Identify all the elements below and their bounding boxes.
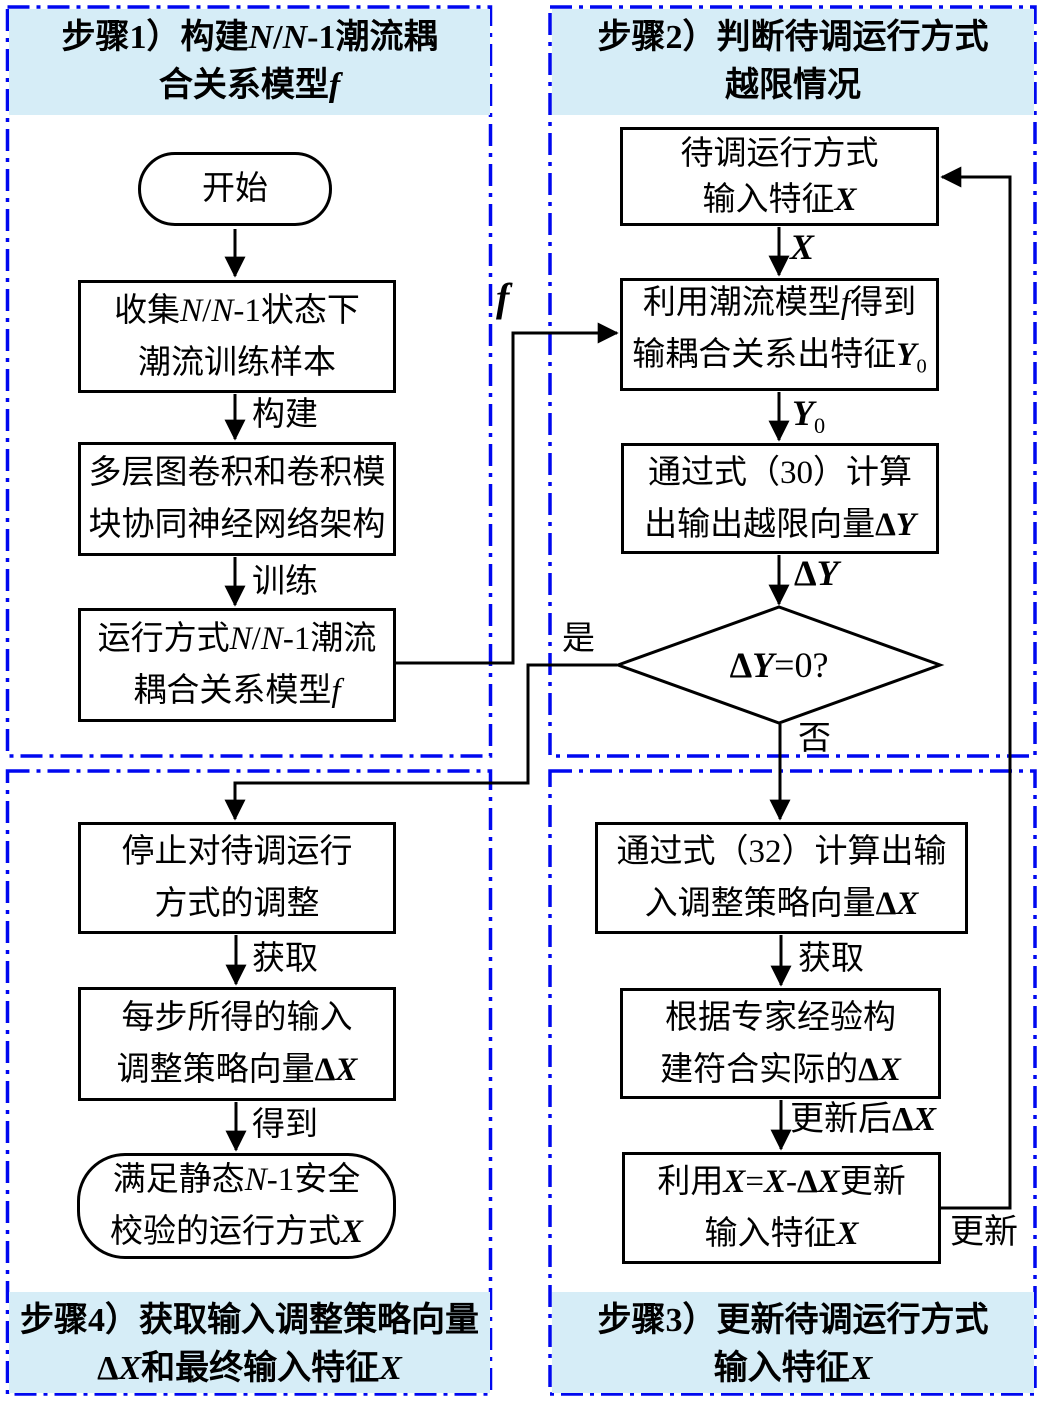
decision-diamond-shape — [613, 605, 945, 725]
node-line: 收集N/N-1状态下 — [114, 292, 360, 329]
panel-border-step2 — [548, 5, 1037, 758]
node-line: 运行方式N/N-1潮流 — [97, 621, 377, 657]
node-line: 多层图卷积和卷积模 — [88, 455, 386, 491]
edge-label-obtain-right: 获取 — [798, 941, 864, 977]
start-terminator: 开始 — [138, 152, 332, 226]
node-line: 待调运行方式 — [680, 135, 879, 172]
panel-border-step4 — [5, 769, 493, 1396]
edge-label-update: 更新 — [950, 1214, 1018, 1251]
node-line: 输入特征X — [702, 181, 857, 218]
node-line: 每步所得的输入 — [121, 1000, 353, 1036]
step-vector-box: 每步所得的输入 调整策略向量ΔX — [78, 987, 396, 1101]
node-line: 满足静态N-1安全 — [112, 1162, 361, 1198]
step4-title-band: 步骤4）获取输入调整策略向量 ΔX和最终输入特征X — [9, 1292, 490, 1393]
eq30-calc-box: 通过式（30）计算 出输出越限向量ΔY — [621, 443, 939, 554]
edge-label-yes: 是 — [562, 621, 595, 657]
edge-label-build: 构建 — [252, 397, 318, 433]
node-line: 潮流训练样本 — [138, 344, 336, 381]
node-line: 块协同神经网络架构 — [88, 507, 386, 543]
edge-label-get: 得到 — [252, 1107, 318, 1143]
edge-label-train: 训练 — [252, 564, 318, 600]
node-line: 停止对待调运行 — [121, 834, 353, 870]
panel-border-step1 — [5, 5, 493, 758]
edge-label-y0: Y0 — [792, 393, 826, 439]
step3-title-line2: 输入特征X — [713, 1350, 873, 1387]
edge-label-no: 否 — [798, 721, 831, 757]
stop-adjustment-box: 停止对待调运行 方式的调整 — [78, 822, 396, 934]
edge-decision-yes-to-stop — [224, 663, 617, 821]
edge-label-updated-delta-x: 更新后ΔX — [790, 1101, 937, 1138]
node-line: 耦合关系模型f — [133, 673, 341, 709]
step2-title-line2: 越限情况 — [725, 67, 861, 104]
flow-model-output-box: 利用潮流模型f得到 输耦合关系出特征Y0 — [620, 278, 939, 391]
edge-label-obtain-left: 获取 — [252, 941, 318, 977]
node-line: 方式的调整 — [154, 886, 320, 922]
step1-title-line2: 合关系模型f — [158, 67, 341, 104]
final-terminator: 满足静态N-1安全 校验的运行方式X — [77, 1153, 396, 1259]
panel-border-step3 — [548, 769, 1037, 1396]
node-line: 通过式（30）计算 — [648, 454, 912, 491]
node-line: 利用潮流模型f得到 — [642, 284, 917, 321]
step3-title-band: 步骤3）更新待调运行方式 输入特征X — [552, 1292, 1034, 1393]
node-line: 建符合实际的ΔX — [660, 1051, 901, 1088]
step1-title-line1: 步骤1）构建N/N-1潮流耦 — [61, 19, 438, 56]
step2-title-band: 步骤2）判断待调运行方式 越限情况 — [552, 9, 1034, 115]
node-line: 入调整策略向量ΔX — [644, 886, 919, 922]
step2-title-line1: 步骤2）判断待调运行方式 — [597, 19, 989, 56]
node-line: 出输出越限向量ΔY — [644, 506, 916, 543]
eq32-calc-box: 通过式（32）计算出输 入调整策略向量ΔX — [595, 822, 968, 934]
node-line: 通过式（32）计算出输 — [616, 834, 947, 870]
node-line: 开始 — [202, 171, 268, 207]
step4-title-line1: 步骤4）获取输入调整策略向量 — [20, 1302, 479, 1339]
node-line: 校验的运行方式X — [109, 1214, 363, 1250]
edge-update-loop-to-input — [940, 166, 1012, 1210]
node-line: 输耦合关系出特征Y0 — [632, 336, 927, 378]
network-architecture-box: 多层图卷积和卷积模 块协同神经网络架构 — [78, 442, 396, 556]
edge-label-f: f — [496, 275, 510, 320]
edge-model-to-flow-f — [396, 322, 619, 665]
input-feature-box: 待调运行方式 输入特征X — [620, 127, 939, 226]
update-feature-box: 利用X=X-ΔX更新 输入特征X — [622, 1152, 941, 1264]
node-line: 调整策略向量ΔX — [116, 1052, 358, 1088]
edge-label-delta-y: ΔY — [794, 553, 839, 593]
edge-label-x: X — [790, 227, 815, 267]
coupling-model-box: 运行方式N/N-1潮流 耦合关系模型f — [78, 608, 396, 722]
node-line: 输入特征X — [704, 1216, 859, 1252]
node-line: 利用X=X-ΔX更新 — [657, 1164, 906, 1200]
collect-samples-box: 收集N/N-1状态下 潮流训练样本 — [78, 280, 396, 393]
node-line: 根据专家经验构 — [665, 999, 896, 1036]
step1-title-band: 步骤1）构建N/N-1潮流耦 合关系模型f — [9, 9, 490, 115]
expert-experience-box: 根据专家经验构 建符合实际的ΔX — [620, 988, 941, 1099]
step3-title-line1: 步骤3）更新待调运行方式 — [597, 1302, 989, 1339]
step4-title-line2: ΔX和最终输入特征X — [97, 1350, 402, 1387]
